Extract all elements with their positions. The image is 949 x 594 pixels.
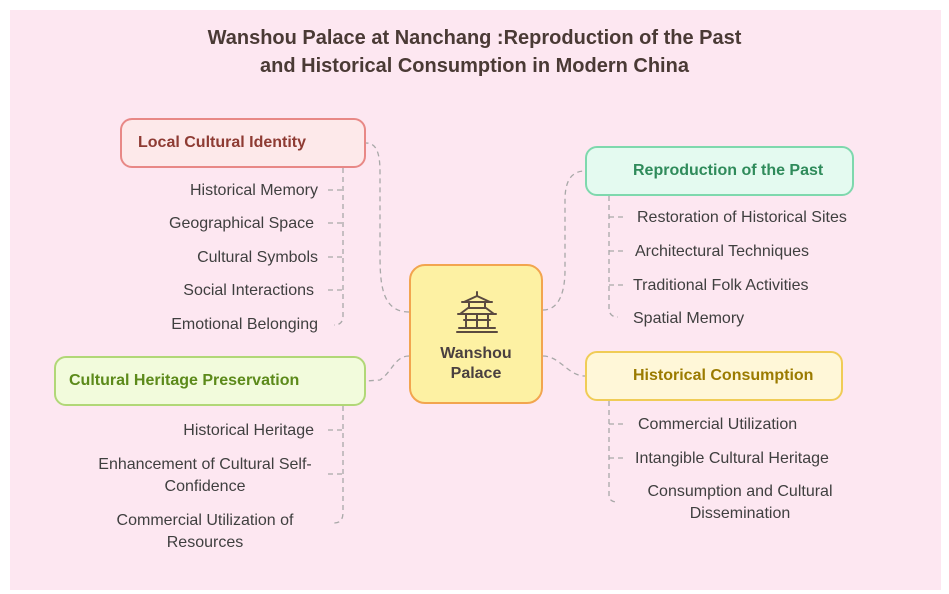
connector-hist-items (608, 401, 619, 503)
branch-local-cultural-identity: Local Cultural Identity (120, 118, 366, 168)
branch-historical-consumption: Historical Consumption (585, 351, 843, 401)
item-historical-memory: Historical Memory (189, 182, 318, 199)
connector-repro-items (608, 196, 619, 318)
branch-cultural-heritage-preservation: Cultural Heritage Preservation (54, 356, 366, 406)
item-intangible-cultural-heritage: Intangible Cultural Heritage (635, 450, 829, 467)
branch-reproduction-of-the-past: Reproduction of the Past (585, 146, 854, 196)
item-cultural-symbols: Cultural Symbols (197, 249, 318, 266)
item-commercial-utilization-line-2: Resources (166, 534, 244, 551)
connector-center-local (365, 142, 410, 313)
item-restoration-of-historical-sites: Restoration of Historical Sites (637, 209, 847, 226)
item-traditional-folk-activities: Traditional Folk Activities (633, 277, 809, 294)
center-label-line-1: Wanshou (440, 345, 512, 362)
connector-local-items (333, 168, 344, 326)
connector-center-reproduction (542, 170, 586, 311)
item-emotional-belonging: Emotional Belonging (171, 316, 318, 333)
item-commercial-utilization-line-1: Commercial Utilization of (116, 512, 294, 529)
diagram-title: Wanshou Palace at Nanchang :Reproduction… (0, 24, 949, 80)
item-consumption-line-1: Consumption and Cultural (647, 483, 833, 500)
item-historical-heritage: Historical Heritage (183, 422, 314, 439)
item-social-interactions: Social Interactions (183, 282, 314, 299)
center-node: Wanshou Palace (409, 264, 543, 404)
item-architectural-techniques: Architectural Techniques (635, 243, 810, 260)
item-commercial-utilization: Commercial Utilization (638, 416, 798, 433)
item-enhancement-line-1: Enhancement of Cultural Self- (98, 456, 312, 473)
item-enhancement-line-2: Confidence (164, 478, 246, 495)
title-line-2: and Historical Consumption in Modern Chi… (260, 55, 689, 77)
item-consumption-line-2: Dissemination (689, 505, 791, 522)
connector-heritage-items (333, 406, 344, 524)
title-line-1: Wanshou Palace at Nanchang :Reproduction… (207, 27, 742, 49)
item-geographical-space: Geographical Space (169, 215, 314, 232)
item-spatial-memory: Spatial Memory (633, 310, 745, 327)
center-label: Wanshou Palace (411, 344, 541, 384)
connector-center-historical (542, 355, 586, 377)
center-label-line-2: Palace (450, 365, 502, 382)
connector-center-heritage (365, 355, 410, 382)
temple-icon (456, 291, 498, 333)
